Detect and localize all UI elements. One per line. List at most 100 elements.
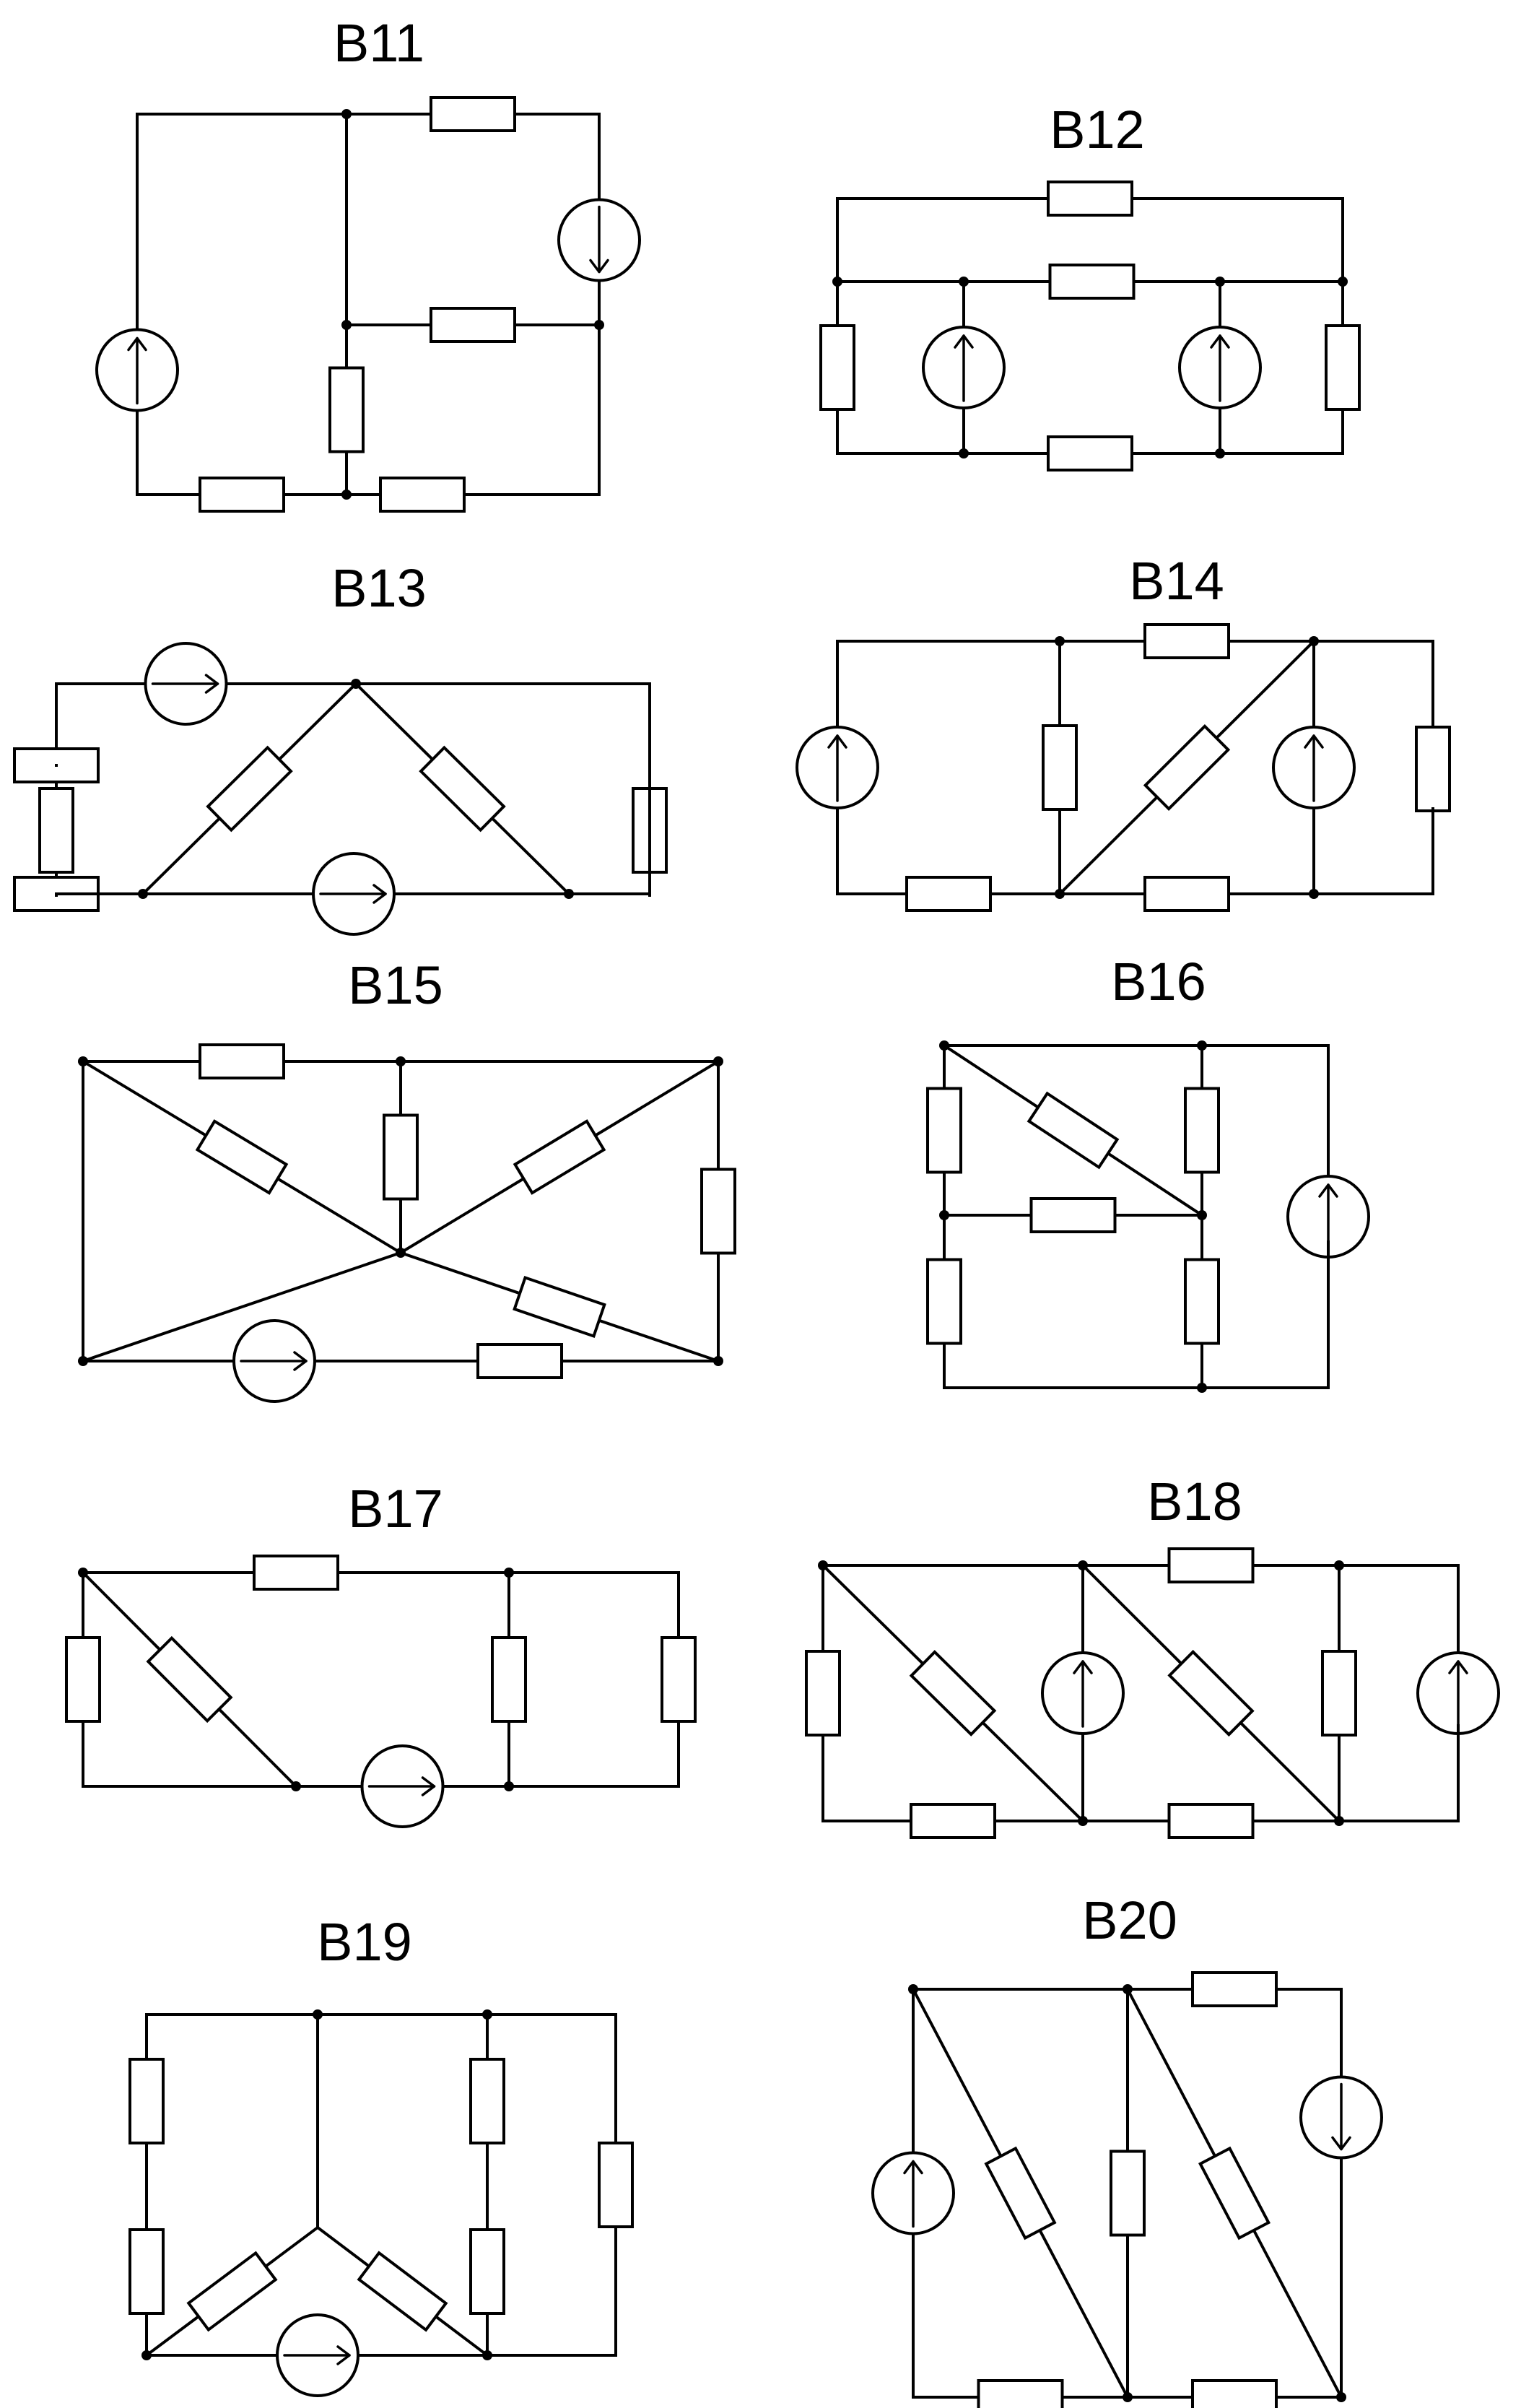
resistor [1058, 639, 1316, 896]
current-source [95, 328, 179, 412]
junction-node [1215, 277, 1225, 287]
arrow-up-icon [903, 2160, 923, 2228]
current-source [312, 852, 396, 936]
resistor [469, 2013, 505, 2189]
resistor [81, 1570, 298, 1788]
arrow-up-icon [827, 734, 847, 802]
resistor [836, 876, 1061, 912]
current-source [1272, 726, 1356, 809]
junction-node [1309, 889, 1319, 899]
current-source [276, 2313, 359, 2397]
circuit-b13 [13, 642, 668, 936]
variant-title-b19: B19 [317, 1912, 412, 1972]
resistor [962, 264, 1221, 300]
resistor [1415, 726, 1451, 812]
resistor [13, 876, 100, 912]
resistor [141, 682, 358, 896]
variant-title-b11: B11 [334, 13, 424, 73]
junction-node [504, 1568, 514, 1578]
current-source [144, 642, 228, 726]
variant-title-b18: B18 [1147, 1472, 1242, 1531]
current-source [1178, 326, 1262, 409]
current-source [232, 1319, 316, 1403]
arrow-right-icon [283, 2345, 351, 2365]
arrow-right-icon [151, 674, 219, 694]
variant-title-b15: B15 [348, 955, 443, 1015]
resistor [926, 1214, 962, 1389]
resistor [598, 2013, 634, 2357]
arrow-right-icon [367, 1776, 436, 1796]
resistor [911, 1987, 1130, 2399]
resistor [805, 1564, 841, 1822]
junction-node [78, 1356, 88, 1366]
junction-node [1078, 1816, 1088, 1826]
arrow-down-icon [589, 205, 609, 274]
junction-node [1215, 448, 1225, 458]
resistor [1321, 1564, 1357, 1822]
circuit-b20 [871, 1971, 1383, 2408]
resistor [1081, 1803, 1341, 1839]
resistor [1126, 1971, 1343, 2007]
circuit-b14 [796, 623, 1451, 912]
junction-node [341, 490, 352, 500]
resistor [821, 1803, 1084, 1839]
junction-node [341, 109, 352, 119]
resistor [345, 307, 601, 343]
resistor [1325, 280, 1361, 455]
resistor [1126, 2379, 1343, 2408]
resistor [136, 477, 348, 513]
resistor [926, 1044, 962, 1217]
arrow-right-icon [319, 884, 387, 904]
variant-title-b17: B17 [348, 1479, 443, 1539]
resistor [1184, 1044, 1220, 1217]
current-source [1299, 2075, 1383, 2160]
resistor [13, 747, 100, 783]
circuit-b18 [805, 1547, 1500, 1839]
current-source [1416, 1651, 1500, 1735]
arrow-up-icon [1318, 1183, 1338, 1251]
resistor [943, 1197, 1203, 1233]
arrow-right-icon [240, 1351, 308, 1371]
resistor [398, 1251, 720, 1363]
arrow-up-icon [127, 336, 147, 405]
junction-node [564, 889, 574, 899]
junction-node [832, 277, 842, 287]
junction-node [713, 1356, 723, 1366]
junction-node [1197, 1210, 1207, 1220]
junction-node [594, 320, 604, 330]
circuit-b15 [78, 1043, 736, 1403]
junction-node [1078, 1560, 1088, 1570]
junction-node [138, 889, 148, 899]
resistor [128, 2013, 165, 2189]
junction-node [1123, 1984, 1133, 1994]
junction-node [818, 1560, 828, 1570]
resistor [1058, 623, 1315, 659]
resistor [1042, 640, 1078, 895]
circuit-b11 [95, 96, 641, 513]
current-source [557, 198, 641, 282]
resistor [661, 1571, 697, 1788]
arrow-up-icon [1073, 1660, 1093, 1728]
resistor [836, 435, 1344, 471]
circuit-b12 [819, 181, 1361, 471]
variant-title-b13: B13 [331, 558, 427, 618]
resistor [65, 1571, 101, 1788]
arrow-up-icon [954, 334, 974, 402]
resistor [320, 1343, 720, 1379]
junction-node [1197, 1040, 1207, 1051]
junction-node [1338, 277, 1348, 287]
resistor [144, 2225, 320, 2357]
resistor [81, 1059, 403, 1255]
arrow-up-icon [1304, 734, 1324, 802]
resistor [82, 1555, 510, 1591]
resistor [942, 1043, 1204, 1217]
junction-node [313, 2009, 323, 2020]
circuit-b16 [926, 1040, 1370, 1393]
junction-node [351, 679, 361, 689]
junction-node [939, 1040, 949, 1051]
resistor [819, 280, 855, 455]
resistor [1058, 876, 1315, 912]
junction-node [291, 1781, 301, 1791]
junction-node [1334, 1560, 1344, 1570]
current-source [871, 2151, 955, 2235]
